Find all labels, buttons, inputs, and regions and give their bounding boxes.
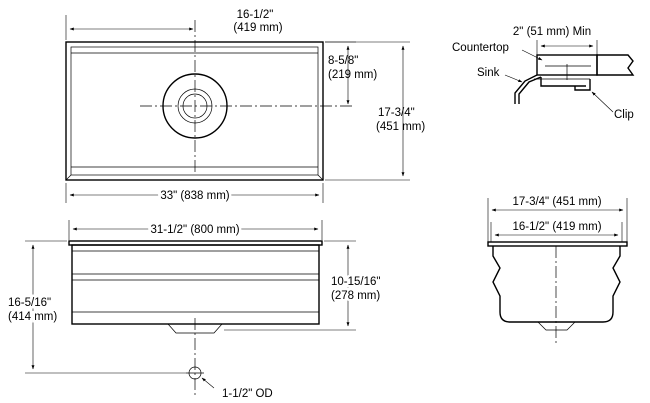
depth-in: 17-3/4" [378,107,415,119]
side-drain-boss [537,321,576,331]
top-view: 16-1/2" (419 mm) 8-5/8" (219 mm) 17-3/4"… [65,9,425,205]
top-view-inner-bowl [70,46,319,176]
overall-height-mm: (414 mm) [8,311,57,323]
drain-to-back-mm: (219 mm) [328,69,377,81]
sink-rim-section [514,74,590,104]
width-dim: 33" (838 mm) [160,190,229,202]
sink-label: Sink [477,67,500,79]
bowl-depth-mm: (278 mm) [331,290,380,302]
front-view-body [71,244,320,325]
clip-label: Clip [614,109,634,121]
side-view: 17-3/4" (451 mm) 16-1/2" (419 mm) [487,196,628,345]
side-view-rim [487,241,628,247]
drain-offset-in: 16-1/2" [237,9,274,21]
inner-depth-dim: 16-1/2" (419 mm) [512,221,601,233]
drain-to-back-in: 8-5/8" [328,55,358,67]
clip-section [574,79,591,91]
drain-outlet-section [186,366,204,380]
front-view: 31-1/2" (800 mm) 16-5/16" (414 mm) 10-15… [6,220,383,400]
inner-width-dim: 31-1/2" (800 mm) [150,224,239,236]
drain-od: 1-1/2" OD [222,388,273,400]
overall-depth-dim: 17-3/4" (451 mm) [512,196,601,208]
side-view-bowl [492,246,621,323]
overall-height-in: 16-5/16" [8,297,51,309]
countertop-label: Countertop [452,42,509,54]
depth-mm: (451 mm) [376,121,425,133]
top-view-outer-rim [65,41,324,181]
bowl-depth-in: 10-15/16" [331,276,380,288]
installation-detail: 2" (51 mm) Min Countertop Sink Clip [452,26,635,121]
countertop-section [536,54,635,80]
drain-offset-mm: (419 mm) [233,22,282,34]
min-overhang-dim: 2" (51 mm) Min [513,26,591,38]
